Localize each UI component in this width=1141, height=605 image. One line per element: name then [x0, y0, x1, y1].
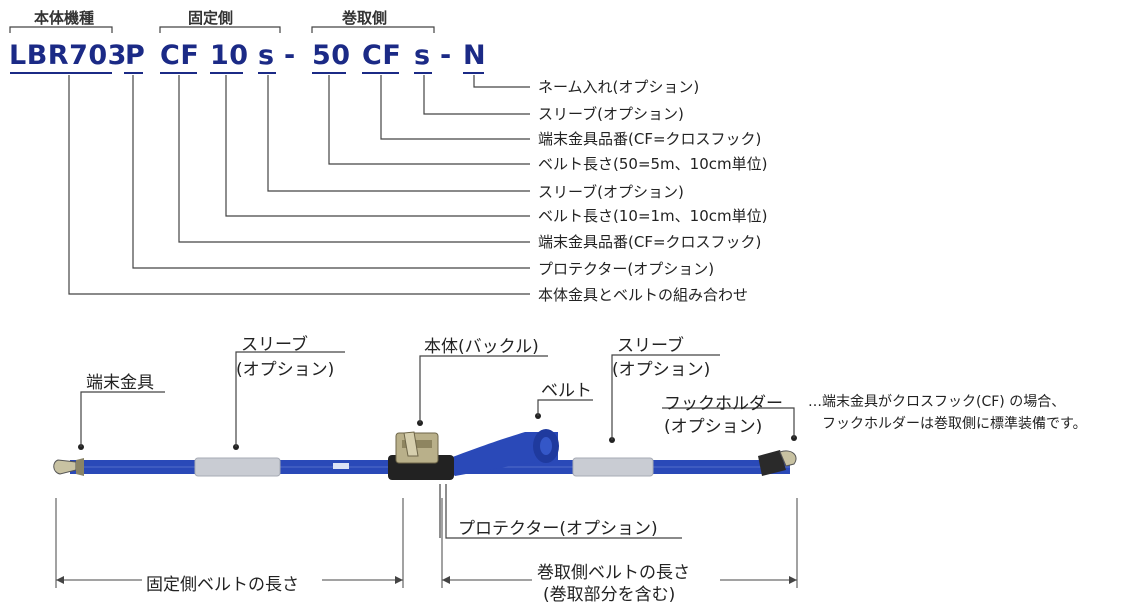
- legend-fixed-fitting: 端末金具品番(CF=クロスフック): [538, 233, 762, 251]
- label-sleeve-left-1: スリーブ: [241, 335, 308, 355]
- legend-protector: プロテクター(オプション): [538, 260, 715, 278]
- note-line-1: …端末金具がクロスフック(CF) の場合、: [808, 394, 1066, 410]
- right-hook: [758, 450, 797, 476]
- code-model: LBR703: [9, 40, 127, 71]
- legend-name-option: ネーム入れ(オプション): [538, 78, 700, 96]
- group-label-fixed-side: 固定側: [188, 9, 234, 27]
- label-sleeve-left-2: (オプション): [236, 360, 335, 380]
- label-sleeve-right-1: スリーブ: [617, 336, 684, 356]
- belt-loop: [440, 432, 558, 476]
- code-fixed-sleeve: s: [258, 40, 275, 71]
- name-tag: [333, 463, 349, 469]
- label-wind-length-1: 巻取側ベルトの長さ: [537, 563, 690, 583]
- leader-lines: [68, 75, 530, 295]
- label-sleeve-right-2: (オプション): [612, 360, 711, 380]
- buckle: [388, 431, 454, 480]
- dimension-arrows: [56, 576, 797, 584]
- label-hook-holder-2: (オプション): [664, 417, 763, 437]
- legend-wind-sleeve: スリーブ(オプション): [538, 105, 684, 123]
- label-protector: プロテクター(オプション): [458, 519, 658, 539]
- label-body-buckle: 本体(バックル): [424, 337, 539, 357]
- code-fixed-length: 10: [210, 40, 249, 71]
- label-hook-holder-1: フックホルダー: [664, 394, 783, 414]
- group-label-body-model: 本体機種: [34, 9, 95, 27]
- dimension-guides: [55, 498, 798, 588]
- legend-fixed-length: ベルト長さ(10=1m、10cm単位): [538, 207, 768, 225]
- code-wind-length: 50: [312, 40, 351, 71]
- code-wind-sleeve: s: [414, 40, 431, 71]
- code-name-option: N: [463, 40, 487, 71]
- code-fixed-fitting: CF: [160, 40, 200, 71]
- sleeve-right: [572, 457, 654, 477]
- code-dash-1: -: [284, 40, 296, 71]
- legend-body-combination: 本体金具とベルトの組み合わせ: [538, 286, 749, 304]
- label-end-fitting: 端末金具: [86, 373, 154, 393]
- group-brackets: [9, 26, 435, 33]
- label-fixed-length: 固定側ベルトの長さ: [146, 575, 299, 595]
- protector-bracket: [439, 484, 682, 539]
- left-hook: [53, 458, 84, 476]
- legend-wind-length: ベルト長さ(50=5m、10cm単位): [538, 155, 768, 173]
- group-label-wind-side: 巻取側: [342, 9, 388, 27]
- code-wind-fitting: CF: [362, 40, 402, 71]
- callout-lines: [80, 351, 795, 447]
- code-protector: P: [125, 40, 146, 71]
- legend-wind-fitting: 端末金具品番(CF=クロスフック): [538, 130, 762, 148]
- label-belt: ベルト: [541, 381, 592, 401]
- label-wind-length-2: (巻取部分を含む): [543, 585, 676, 605]
- legend-fixed-sleeve: スリーブ(オプション): [538, 183, 684, 201]
- sleeve-left: [194, 457, 281, 477]
- note-line-2: フックホルダーは巻取側に標準装備です。: [822, 416, 1087, 432]
- code-dash-2: -: [440, 40, 452, 71]
